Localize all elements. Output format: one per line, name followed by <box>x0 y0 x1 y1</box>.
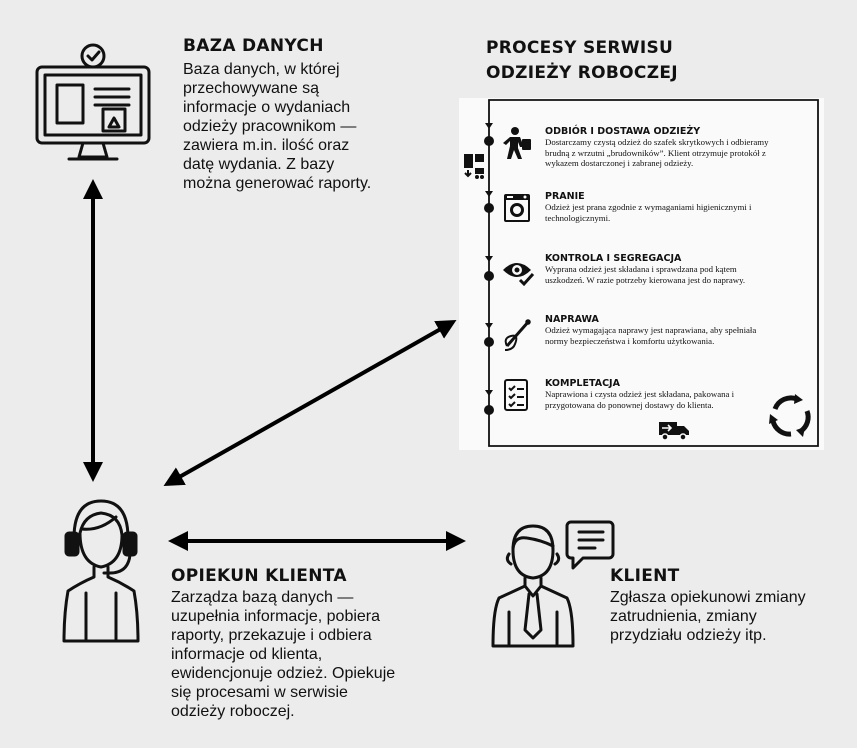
desc-line: Wyprana odzież jest składana i sprawdzan… <box>545 264 737 274</box>
desc-line: Naprawiona i czysta odzież jest składana… <box>545 389 735 399</box>
text-line: datę wydania. Z bazy <box>183 156 335 173</box>
desc-line: Dostarczamy czystą odzież do szafek skry… <box>545 137 769 147</box>
person-carrying-bag-icon <box>503 127 531 159</box>
speech-bubble-icon <box>565 520 615 570</box>
desc-line: technologicznymi. <box>545 212 611 223</box>
text-line: Zarządza bazą danych — <box>171 589 354 606</box>
washing-machine-icon <box>504 194 530 222</box>
process-title: PROCESY SERWISU ODZIEŻY ROBOCZEJ <box>486 36 678 86</box>
step-title: NAPRAWA <box>545 314 599 325</box>
text-line: przechowywane są <box>183 80 320 97</box>
text-line: można generować raporty. <box>183 175 372 192</box>
desc-line: Odzież jest prana zgodnie z wymaganiami … <box>545 202 752 212</box>
process-title-line: ODZIEŻY ROBOCZEJ <box>486 63 678 83</box>
step-title: KONTROLA I SEGREGACJA <box>545 253 682 264</box>
text-line: się procesami w serwisie <box>171 684 348 701</box>
step-description: Dostarczamy czystą odzież do szafek skry… <box>545 137 820 169</box>
process-frame <box>484 99 819 447</box>
advisor-description: Zarządza bazą danych — uzupełnia informa… <box>171 588 441 721</box>
text-line: informacje o wydaniach <box>183 99 351 116</box>
text-line: Zgłasza opiekunowi zmiany <box>610 589 806 606</box>
step-title: ODBIÓR I DOSTAWA ODZIEŻY <box>545 126 701 137</box>
desc-line: uszkodzeń. W razie potrzeby kierowana je… <box>545 274 746 285</box>
step-description: Wyprana odzież jest składana i sprawdzan… <box>545 264 820 285</box>
process-step: KONTROLA I SEGREGACJA Wyprana odzież jes… <box>545 253 820 285</box>
text-line: raporty, przekazuje i odbiera <box>171 627 372 644</box>
desc-line: wykazem dostarczonej i zabranej odzieży. <box>545 158 694 168</box>
step-title: KOMPLETACJA <box>545 378 620 389</box>
text-line: uzupełnia informacje, pobiera <box>171 608 381 625</box>
delivery-truck-icon <box>659 422 689 441</box>
text-line: informacje od klienta, <box>171 646 323 663</box>
advisor-title: OPIEKUN KLIENTA <box>171 566 347 586</box>
step-description: Odzież wymagająca naprawy jest naprawian… <box>545 325 820 346</box>
text-line: zawiera m.in. ilość oraz <box>183 137 350 154</box>
step-description: Odzież jest prana zgodnie z wymaganiami … <box>545 202 820 223</box>
step-description: Naprawiona i czysta odzież jest składana… <box>545 389 775 410</box>
checklist-icon <box>504 379 528 411</box>
headset-advisor-icon <box>62 499 140 643</box>
needle-thread-icon <box>504 319 531 351</box>
recycle-arrows-icon <box>769 394 811 437</box>
businessman-icon <box>491 524 575 648</box>
client-title: KLIENT <box>610 566 680 586</box>
database-title: BAZA DANYCH <box>183 36 324 56</box>
process-step: PRANIE Odzież jest prana zgodnie z wymag… <box>545 191 820 223</box>
text-line: zatrudnienia, zmiany <box>610 608 757 625</box>
desc-line: normy bezpieczeństwa i komfortu użytkowa… <box>545 335 715 346</box>
process-step: ODBIÓR I DOSTAWA ODZIEŻY Dostarczamy czy… <box>545 126 820 169</box>
text-line: ewidencjonuje odzież. Opiekuje <box>171 665 396 682</box>
desc-line: Odzież wymagająca naprawy jest naprawian… <box>545 325 757 335</box>
arrow-advisor-process <box>163 320 457 486</box>
client-description: Zgłasza opiekunowi zmiany zatrudnienia, … <box>610 588 850 645</box>
desc-line: brudną z wrzutni „brudowników”. Klient o… <box>545 147 766 158</box>
text-line: odzieży pracownikom — <box>183 118 357 135</box>
monitor-database-icon <box>35 43 151 161</box>
text-line: przydziału odzieży itp. <box>610 627 767 644</box>
text-line: odzieży roboczej. <box>171 703 295 720</box>
process-step: KOMPLETACJA Naprawiona i czysta odzież j… <box>545 378 775 410</box>
desc-line: przygotowana do ponownej dostawy do klie… <box>545 399 714 410</box>
process-panel: ODBIÓR I DOSTAWA ODZIEŻY Dostarczamy czy… <box>459 98 824 450</box>
process-title-line: PROCESY SERWISU <box>486 38 674 58</box>
step-title: PRANIE <box>545 191 585 202</box>
eye-check-icon <box>503 263 535 287</box>
database-description: Baza danych, w której przechowywane są i… <box>183 60 443 193</box>
text-line: Baza danych, w której <box>183 61 340 78</box>
process-step: NAPRAWA Odzież wymagająca naprawy jest n… <box>545 314 820 346</box>
unloading-icon <box>464 154 484 179</box>
